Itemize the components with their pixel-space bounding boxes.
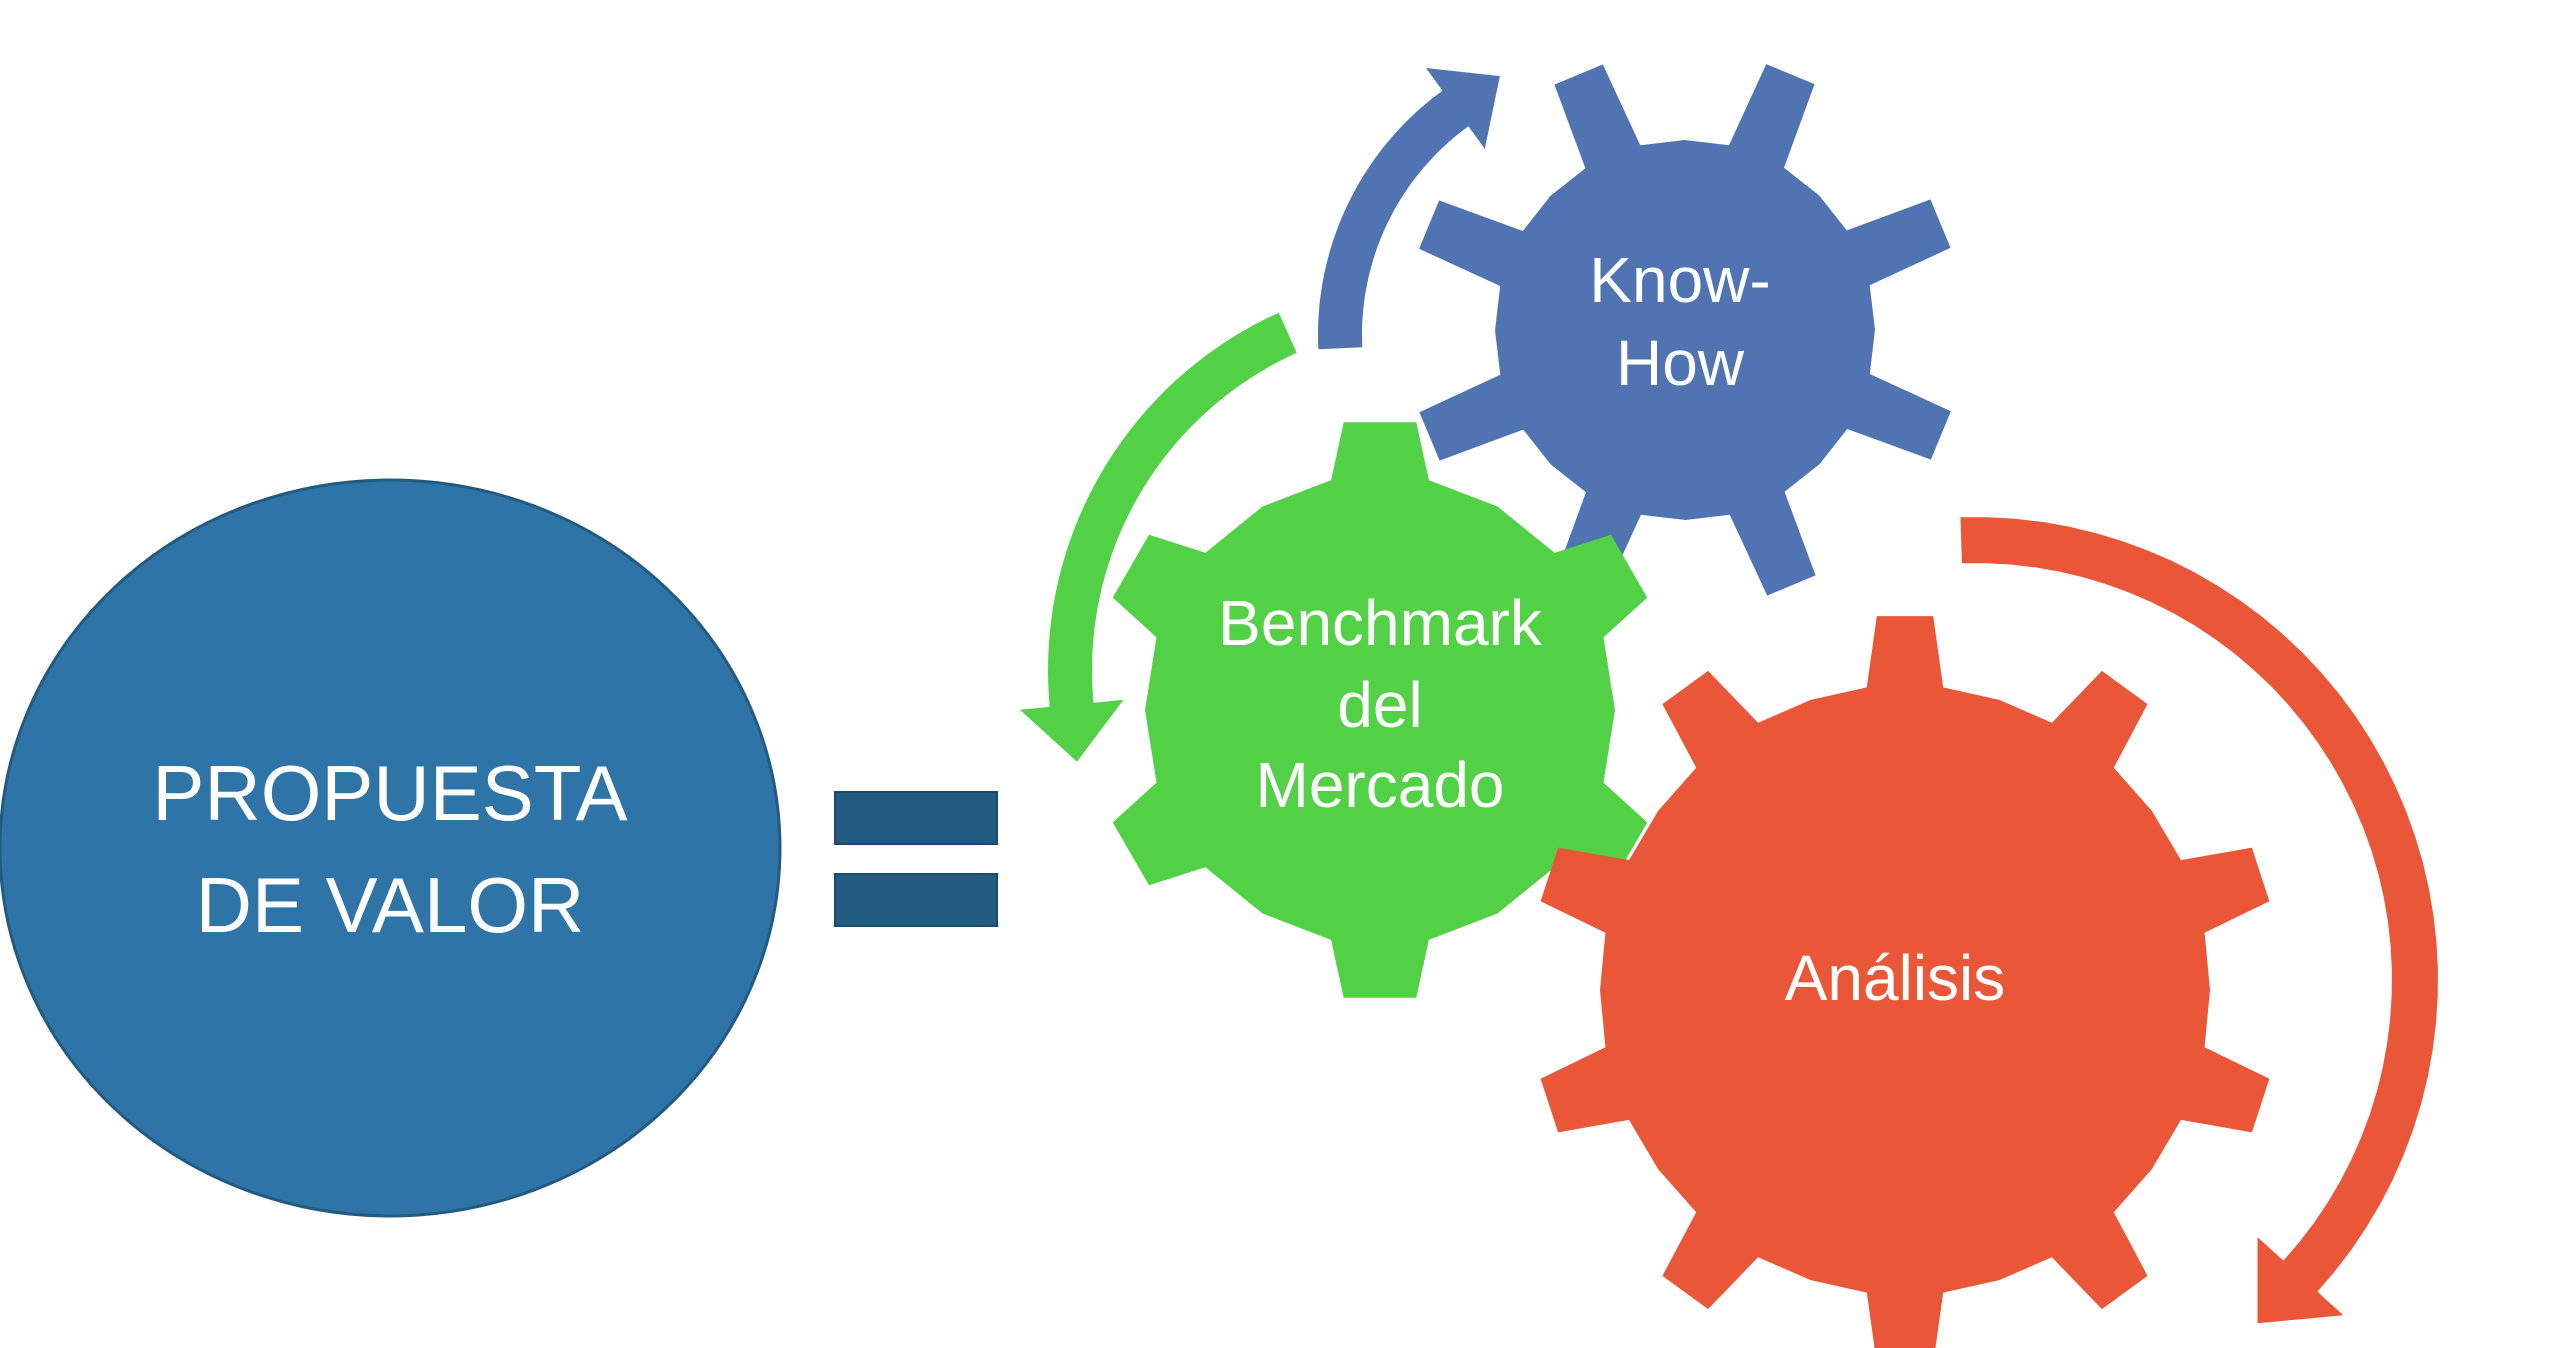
gear-know-how-line-2: How (1616, 327, 1745, 399)
equals-bar-bottom (834, 873, 998, 927)
value-proposition-line-1: PROPUESTA (152, 749, 627, 837)
gear-know-how: Know- How (1318, 64, 1951, 596)
gear-benchmark-shape (1112, 422, 1648, 998)
gear-analisis: Análisis (1540, 517, 2438, 1348)
gear-benchmark-line-2: del (1337, 669, 1422, 741)
value-proposition-circle (0, 478, 782, 1218)
gear-know-how-line-1: Know- (1589, 244, 1770, 316)
analisis-cycle-arrow (1960, 517, 2438, 1324)
gear-benchmark-line-1: Benchmark (1218, 587, 1543, 659)
equals-bar-top (834, 791, 998, 845)
know-how-cycle-arrow (1318, 68, 1500, 350)
value-proposition-line-2: DE VALOR (196, 861, 585, 949)
gear-benchmark-line-3: Mercado (1256, 749, 1505, 821)
gear-benchmark: Benchmark del Mercado (1019, 312, 1648, 998)
gear-analisis-label: Análisis (1785, 942, 2006, 1014)
gear-know-how-shape (1419, 64, 1951, 596)
benchmark-cycle-arrow (1019, 312, 1297, 762)
gear-analisis-shape (1540, 616, 2270, 1348)
